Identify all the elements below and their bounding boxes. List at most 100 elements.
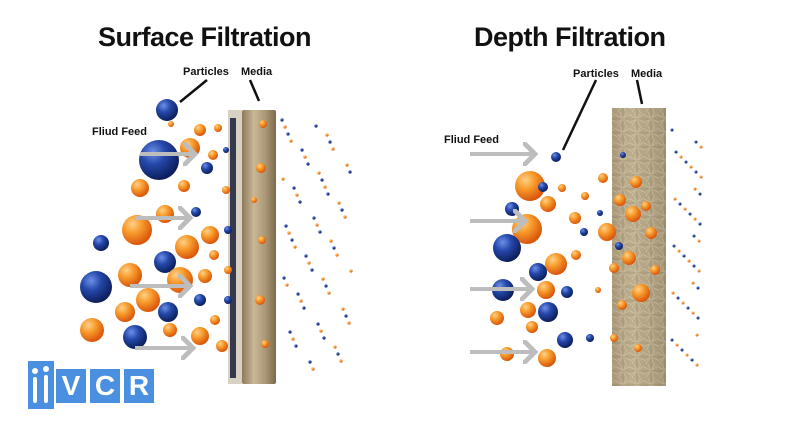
orange-particle — [115, 302, 135, 322]
orange-particle — [558, 184, 566, 192]
blue-particle — [310, 268, 314, 272]
blue-particle — [674, 150, 678, 154]
orange-particle — [303, 155, 307, 159]
orange-particle — [699, 145, 703, 149]
blue-particle — [615, 242, 623, 250]
orange-particle — [349, 269, 353, 273]
surface-feed-arrows — [130, 154, 195, 348]
blue-particle — [684, 160, 688, 164]
orange-particle — [214, 124, 222, 132]
lab-flask-icon — [28, 361, 54, 409]
logo-letter: V — [56, 369, 86, 403]
blue-particle — [294, 344, 298, 348]
orange-particle — [697, 269, 701, 273]
orange-particle — [677, 249, 681, 253]
orange-particle — [650, 265, 660, 275]
orange-particle — [156, 205, 174, 223]
blue-particle — [698, 192, 702, 196]
orange-particle — [293, 245, 297, 249]
orange-particle — [311, 367, 315, 371]
orange-particle — [327, 291, 331, 295]
orange-particle — [609, 263, 619, 273]
orange-particle — [287, 231, 291, 235]
blue-particle — [320, 178, 324, 182]
blue-particle — [672, 244, 676, 248]
orange-particle — [569, 212, 581, 224]
orange-particle — [323, 185, 327, 189]
orange-particle — [251, 197, 257, 203]
particles-label: Particles — [183, 66, 229, 78]
orange-particle — [321, 277, 325, 281]
particles-label: Particles — [573, 68, 619, 80]
orange-particle — [634, 344, 642, 352]
orange-particle — [614, 194, 626, 206]
blue-particle — [538, 302, 558, 322]
orange-particle — [632, 284, 650, 302]
orange-particle — [673, 197, 677, 201]
orange-particle — [261, 340, 269, 348]
blue-particle — [686, 306, 690, 310]
blue-particle — [670, 338, 674, 342]
orange-particle — [610, 334, 618, 342]
blue-particle — [698, 222, 702, 226]
blue-particle — [620, 152, 626, 158]
orange-particle — [194, 124, 206, 136]
blue-particle — [304, 254, 308, 258]
orange-particle — [258, 236, 266, 244]
orange-particle — [691, 311, 695, 315]
blue-particle — [682, 254, 686, 258]
blue-particle — [344, 314, 348, 318]
depth-feed-arrows — [470, 154, 535, 352]
orange-particle — [285, 283, 289, 287]
orange-particle — [299, 299, 303, 303]
orange-particle — [201, 226, 219, 244]
orange-particle — [598, 173, 608, 183]
orange-particle — [175, 235, 199, 259]
orange-particle — [80, 318, 104, 342]
orange-particle — [687, 259, 691, 263]
blue-particle — [284, 224, 288, 228]
orange-particle — [691, 281, 695, 285]
blue-particle — [580, 228, 588, 236]
media-label: Media — [631, 68, 663, 80]
orange-particle — [689, 165, 693, 169]
orange-particle — [281, 177, 285, 181]
orange-particle — [641, 201, 651, 211]
blue-particle — [551, 152, 561, 162]
orange-particle — [515, 171, 545, 201]
orange-particle — [571, 250, 581, 260]
blue-particle — [328, 140, 332, 144]
orange-particle — [216, 340, 228, 352]
orange-particle — [526, 321, 538, 333]
blue-particle — [692, 264, 696, 268]
blue-particle — [292, 186, 296, 190]
orange-particle — [645, 227, 657, 239]
orange-particle — [683, 207, 687, 211]
blue-particle — [493, 234, 521, 262]
orange-particle — [167, 267, 193, 293]
media-label: Media — [241, 66, 273, 78]
orange-particle — [341, 307, 345, 311]
logo-letter: C — [90, 369, 120, 403]
blue-particle — [280, 118, 284, 122]
orange-particle — [545, 253, 567, 275]
blue-particle — [308, 360, 312, 364]
media-leader-line — [635, 79, 644, 105]
blue-particle — [123, 325, 147, 349]
depth-particles — [490, 128, 703, 367]
blue-particle — [692, 234, 696, 238]
blue-particle — [286, 132, 290, 136]
orange-particle — [122, 215, 152, 245]
blue-particle — [314, 124, 318, 128]
blue-particle — [348, 170, 352, 174]
orange-particle — [178, 180, 190, 192]
orange-particle — [520, 302, 536, 318]
orange-particle — [693, 217, 697, 221]
orange-particle — [695, 333, 699, 337]
fluid-feed-label: Fliud Feed — [444, 134, 499, 146]
blue-particle — [296, 292, 300, 296]
orange-particle — [289, 139, 293, 143]
surface-filtration-title: Surface Filtration — [98, 22, 312, 52]
blue-particle — [288, 330, 292, 334]
orange-particle — [595, 287, 601, 293]
